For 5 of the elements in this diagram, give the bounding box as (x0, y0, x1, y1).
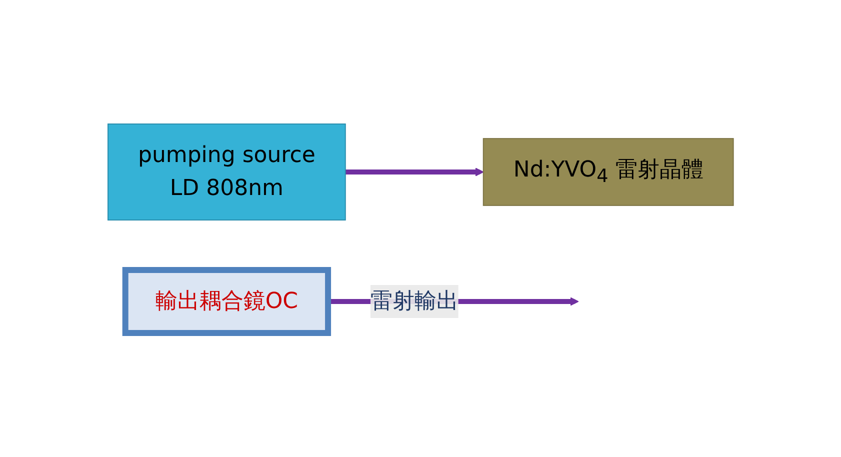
node-box: pumping source LD 808nm (107, 124, 346, 220)
edge-label: 雷射輸出 (370, 289, 458, 314)
node-box: 輸出耦合鏡OC (122, 267, 331, 336)
node-box: Nd:YVO$_{4}$ 雷射晶體 (482, 138, 734, 206)
arrow (345, 168, 484, 176)
